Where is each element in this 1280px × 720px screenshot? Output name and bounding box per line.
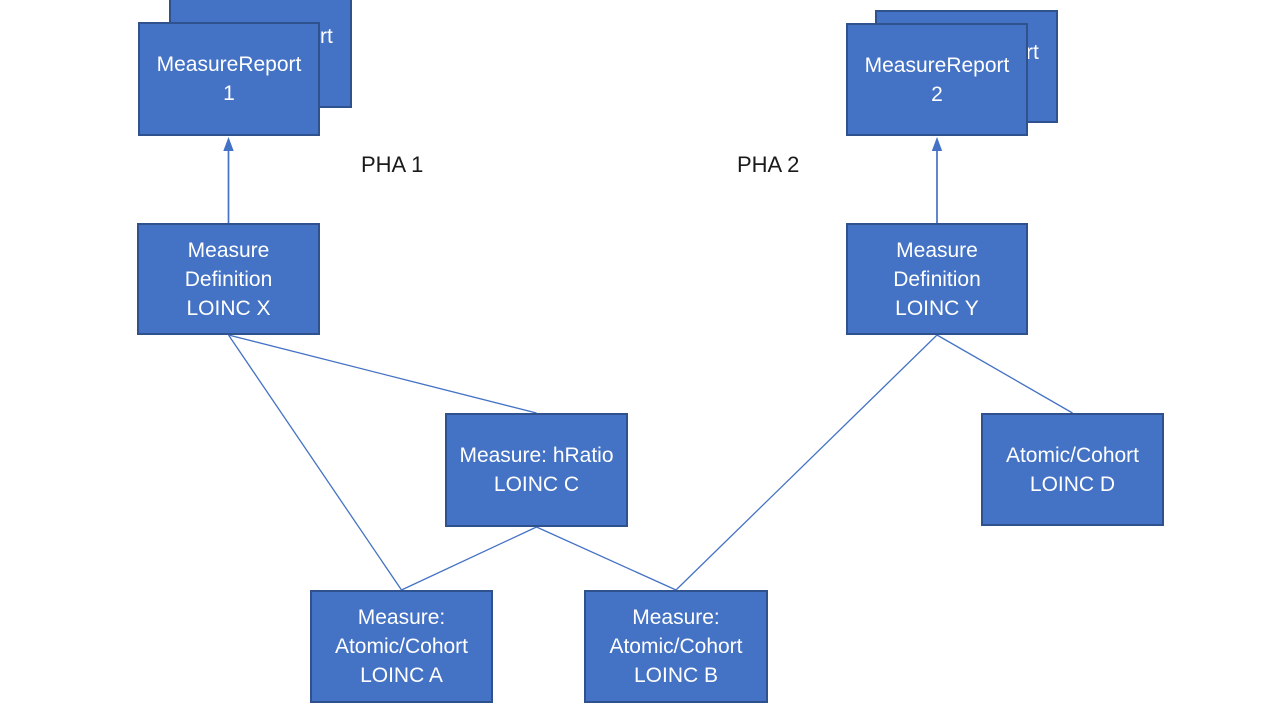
- node-measure-atomic-cohort-loinc-b: Measure: Atomic/Cohort LOINC B: [584, 590, 768, 703]
- node-measure-definition-loinc-y: Measure Definition LOINC Y: [846, 223, 1028, 335]
- label-pha-1: PHA 1: [361, 152, 424, 177]
- node-label: MeasureReport: [864, 53, 1010, 77]
- node-measure-hratio-loinc-c: Measure: hRatio LOINC C: [445, 413, 628, 527]
- node-measurereport-2: MeasureReport 2: [846, 23, 1028, 136]
- node-label: Measure: [187, 238, 270, 262]
- node-measurereport-1: MeasureReport 1: [138, 22, 320, 136]
- edge-def-y-to-atomic-b: [675, 334, 938, 591]
- node-measure-definition-loinc-x: Measure Definition LOINC X: [137, 223, 320, 335]
- node-label: Measure:: [632, 606, 720, 629]
- edge-def-x-to-hratio-c: [228, 334, 537, 414]
- label-pha-2: PHA 2: [737, 152, 800, 177]
- node-label: Measure:: [357, 606, 446, 629]
- node-label: Atomic/Cohort: [334, 635, 469, 658]
- node-label: 2: [931, 82, 943, 106]
- edge-def-y-to-atomic-d: [936, 334, 1073, 414]
- node-label: Measure: [896, 238, 978, 262]
- node-label: LOINC A: [360, 664, 443, 687]
- node-label: 1: [223, 82, 235, 105]
- edge-hratio-c-to-atomic-b: [536, 526, 677, 591]
- node-atomic-cohort-loinc-d: Atomic/Cohort LOINC D: [981, 413, 1164, 526]
- node-label: LOINC D: [1029, 472, 1116, 496]
- edge-def-x-to-atomic-a: [227, 334, 403, 591]
- node-label: Definition: [184, 267, 273, 291]
- node-label: LOINC B: [633, 664, 719, 687]
- node-label: LOINC X: [186, 296, 271, 320]
- node-label: Atomic/Cohort: [1005, 443, 1140, 467]
- node-label: LOINC Y: [895, 296, 979, 320]
- node-label: Measure: hRatio: [459, 444, 614, 467]
- node-label: Definition: [893, 267, 981, 291]
- node-label: Atomic/Cohort: [609, 635, 743, 658]
- node-label: LOINC C: [493, 473, 580, 496]
- arrowhead-def-y-to-report-2: [931, 137, 943, 151]
- node-measure-atomic-cohort-loinc-a: Measure: Atomic/Cohort LOINC A: [310, 590, 493, 703]
- edge-hratio-c-to-atomic-a: [401, 526, 537, 591]
- arrowhead-def-x-to-report-1: [223, 137, 234, 151]
- node-label: MeasureReport: [156, 53, 302, 76]
